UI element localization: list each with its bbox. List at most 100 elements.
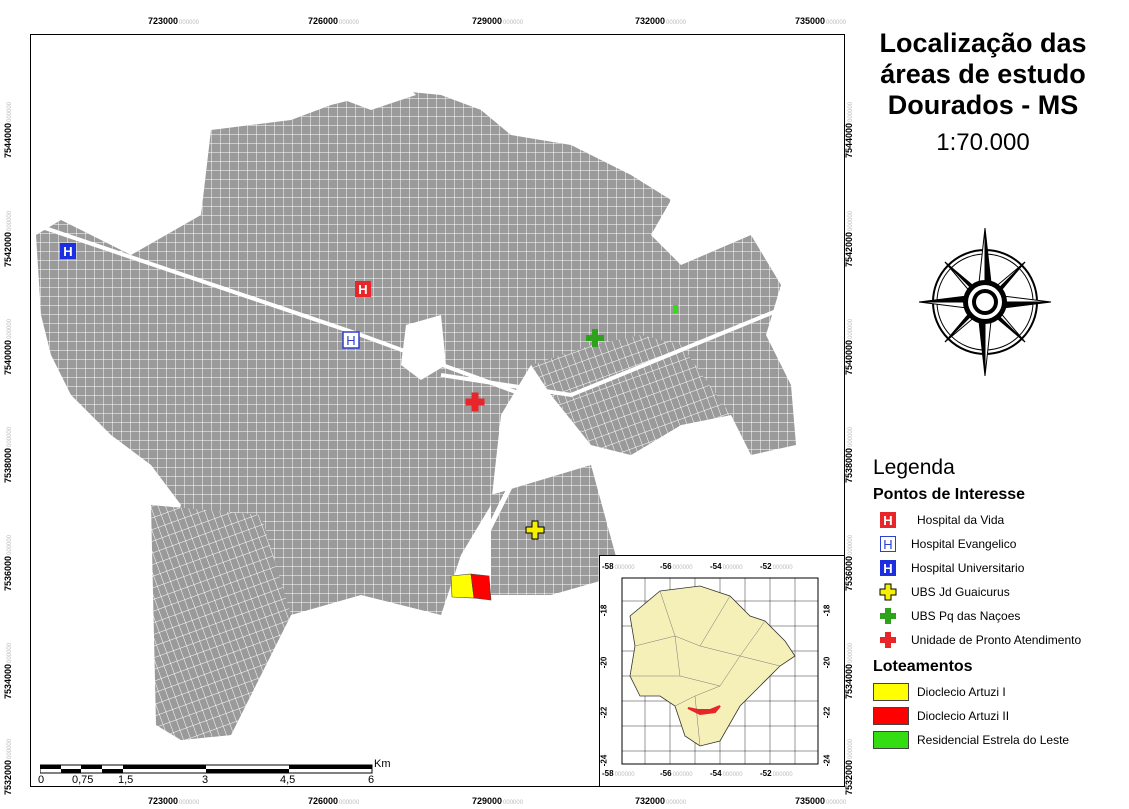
legend-item: Unidade de Pronto Atendimento	[873, 628, 1129, 652]
inset-top-tick: -58000000	[602, 562, 635, 571]
map-scale: 1:70.000	[936, 129, 1030, 156]
title-block: Localização das áreas de estudo Dourados…	[858, 28, 1108, 157]
main-map[interactable]: H H H	[30, 34, 845, 787]
title-line-1: Localização das	[879, 28, 1087, 58]
legend: Legenda Pontos de Interesse H Hospital d…	[873, 456, 1129, 752]
scale-label: 0	[38, 774, 45, 786]
legend-item: H Hospital Universitario	[873, 556, 1129, 580]
legend-label: Dioclecio Artuzi II	[917, 709, 1010, 723]
cross-icon	[877, 631, 899, 649]
inset-bottom-tick: -56000000	[660, 769, 693, 778]
lot-swatch	[873, 707, 909, 725]
left-tick: 7544000000000	[3, 101, 14, 159]
inset-bottom-tick: -58000000	[602, 769, 635, 778]
scale-label: 1,5	[118, 774, 134, 786]
ubs-pq-das-nacoes-marker	[586, 329, 604, 347]
left-tick: 7542000000000	[3, 210, 14, 268]
urban-blocks-south	[151, 505, 291, 740]
cross-icon	[877, 607, 899, 625]
bottom-tick: 732000000000	[635, 796, 687, 806]
top-tick: 729000000000	[472, 16, 524, 26]
legend-item: Residencial Estrela do Leste	[873, 728, 1129, 752]
svg-text:H: H	[883, 513, 892, 528]
inset-right-tick: -22	[822, 706, 832, 719]
scale-unit: Km	[374, 758, 391, 770]
legend-label: UBS Jd Guaicurus	[911, 585, 1010, 599]
legend-points-header: Pontos de Interesse	[873, 486, 1026, 503]
bottom-tick: 726000000000	[308, 796, 360, 806]
right-tick: 7536000000000	[844, 534, 855, 592]
cross-icon	[877, 583, 899, 601]
right-tick: 7540000000000	[844, 318, 855, 376]
ubs-jd-guaicurus-marker	[525, 520, 545, 540]
bottom-tick: 723000000000	[148, 796, 200, 806]
hospital-icon: H	[877, 512, 899, 528]
compass-rose-icon	[917, 226, 1053, 378]
legend-item: UBS Pq das Naçoes	[873, 604, 1129, 628]
inset-bottom-tick: -54000000	[710, 769, 743, 778]
hospital-evangelico-marker: H	[342, 331, 360, 349]
legend-label: Residencial Estrela do Leste	[917, 733, 1070, 747]
bottom-tick: 735000000000	[795, 796, 847, 806]
svg-text:H: H	[358, 282, 367, 297]
inset-top-tick: -56000000	[660, 562, 693, 571]
legend-lots-header: Loteamentos	[873, 658, 973, 675]
svg-text:H: H	[63, 244, 72, 259]
inset-top-tick: -52000000	[760, 562, 793, 571]
inset-left-tick: -20	[599, 656, 609, 669]
inset-map[interactable]: -58000000 -56000000 -54000000 -52000000 …	[599, 555, 844, 786]
svg-text:H: H	[883, 561, 892, 576]
dourados-highlight	[687, 705, 721, 716]
right-tick: 7542000000000	[844, 210, 855, 268]
legend-item: H Hospital da Vida	[873, 508, 1129, 532]
title-line-2: áreas de estudo	[880, 59, 1086, 89]
lot-swatch	[873, 683, 909, 701]
scale-label: 3	[202, 774, 209, 786]
title-line-3: Dourados - MS	[887, 90, 1079, 120]
inset-left-tick: -22	[599, 706, 609, 719]
inset-left-tick: -18	[599, 604, 609, 617]
scale-label: 4,5	[280, 774, 296, 786]
right-tick: 7538000000000	[844, 426, 855, 484]
scale-bar-graphic	[39, 764, 373, 774]
inset-right-tick: -24	[822, 754, 832, 767]
legend-item: Dioclecio Artuzi II	[873, 704, 1129, 728]
left-tick: 7540000000000	[3, 318, 14, 376]
lot-dioclecio-artuzi-ii	[470, 573, 492, 601]
hospital-outline-icon: H	[877, 536, 899, 552]
urban-area-map: H H H	[35, 70, 796, 740]
left-tick: 7534000000000	[3, 642, 14, 700]
upa-marker	[465, 392, 485, 412]
legend-label: Unidade de Pronto Atendimento	[911, 633, 1082, 647]
legend-item: UBS Jd Guaicurus	[873, 580, 1129, 604]
legend-label: Hospital da Vida	[917, 513, 1005, 527]
urban-blocks-east	[531, 335, 731, 455]
scale-bar: Km 0 0,75 1,5 3 4,5 6	[38, 758, 400, 786]
right-tick: 7532000000000	[844, 738, 855, 796]
top-tick: 732000000000	[635, 16, 687, 26]
lot-swatch	[873, 731, 909, 749]
inset-right-tick: -20	[822, 656, 832, 669]
left-tick: 7538000000000	[3, 426, 14, 484]
bottom-tick: 729000000000	[472, 796, 524, 806]
hospital-universitario-marker: H	[60, 243, 76, 259]
svg-text:H: H	[346, 333, 355, 348]
legend-title: Legenda	[873, 456, 955, 479]
legend-label: UBS Pq das Naçoes	[911, 609, 1021, 623]
legend-label: Hospital Evangelico	[911, 537, 1017, 551]
lot-residencial-estrela-do-leste	[673, 305, 678, 313]
left-tick: 7532000000000	[3, 738, 14, 796]
top-tick: 735000000000	[795, 16, 847, 26]
top-tick: 726000000000	[308, 16, 360, 26]
right-tick: 7544000000000	[844, 101, 855, 159]
legend-label: Dioclecio Artuzi I	[917, 685, 1006, 699]
inset-bottom-tick: -52000000	[760, 769, 793, 778]
right-tick: 7534000000000	[844, 642, 855, 700]
scale-label: 6	[368, 774, 375, 786]
svg-text:H: H	[883, 537, 892, 552]
hospital-icon: H	[877, 560, 899, 576]
inset-left-tick: -24	[599, 754, 609, 767]
legend-item: H Hospital Evangelico	[873, 532, 1129, 556]
top-tick: 723000000000	[148, 16, 200, 26]
left-tick: 7536000000000	[3, 534, 14, 592]
